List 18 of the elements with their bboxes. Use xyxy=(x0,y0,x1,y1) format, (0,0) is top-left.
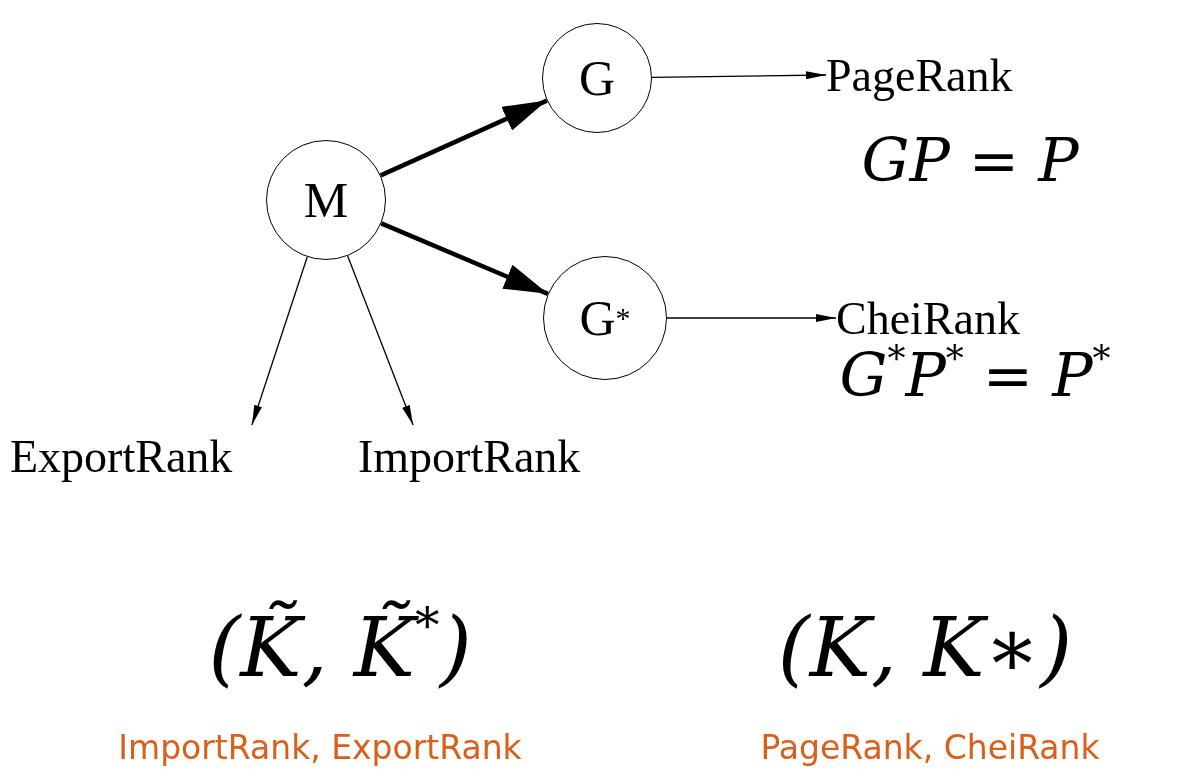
circle-node: G$^{*}$ xyxy=(543,256,667,380)
circle-node: M xyxy=(266,140,386,260)
math-expression: (K, K∗) xyxy=(776,600,1074,695)
arrow xyxy=(347,255,414,426)
arrow xyxy=(379,98,548,178)
text-label: PageRank xyxy=(826,45,1071,105)
caption-text: ImportRank, ExportRank xyxy=(117,728,523,767)
caption-text: PageRank, CheiRank xyxy=(759,728,1101,767)
math-expression: (K̃, K̃$^{*}$) xyxy=(207,600,473,695)
arrow xyxy=(651,71,827,80)
arrow xyxy=(380,221,549,296)
arrow xyxy=(251,256,308,426)
circle-node: G xyxy=(542,23,652,133)
equation: G$^{*}$P$^{*}$ = P$^{*}$ xyxy=(838,340,1112,410)
text-label: ImportRank xyxy=(358,425,648,487)
text-label: ExportRank xyxy=(10,425,305,487)
arrow xyxy=(666,314,837,322)
equation: GP = P xyxy=(860,125,1080,195)
